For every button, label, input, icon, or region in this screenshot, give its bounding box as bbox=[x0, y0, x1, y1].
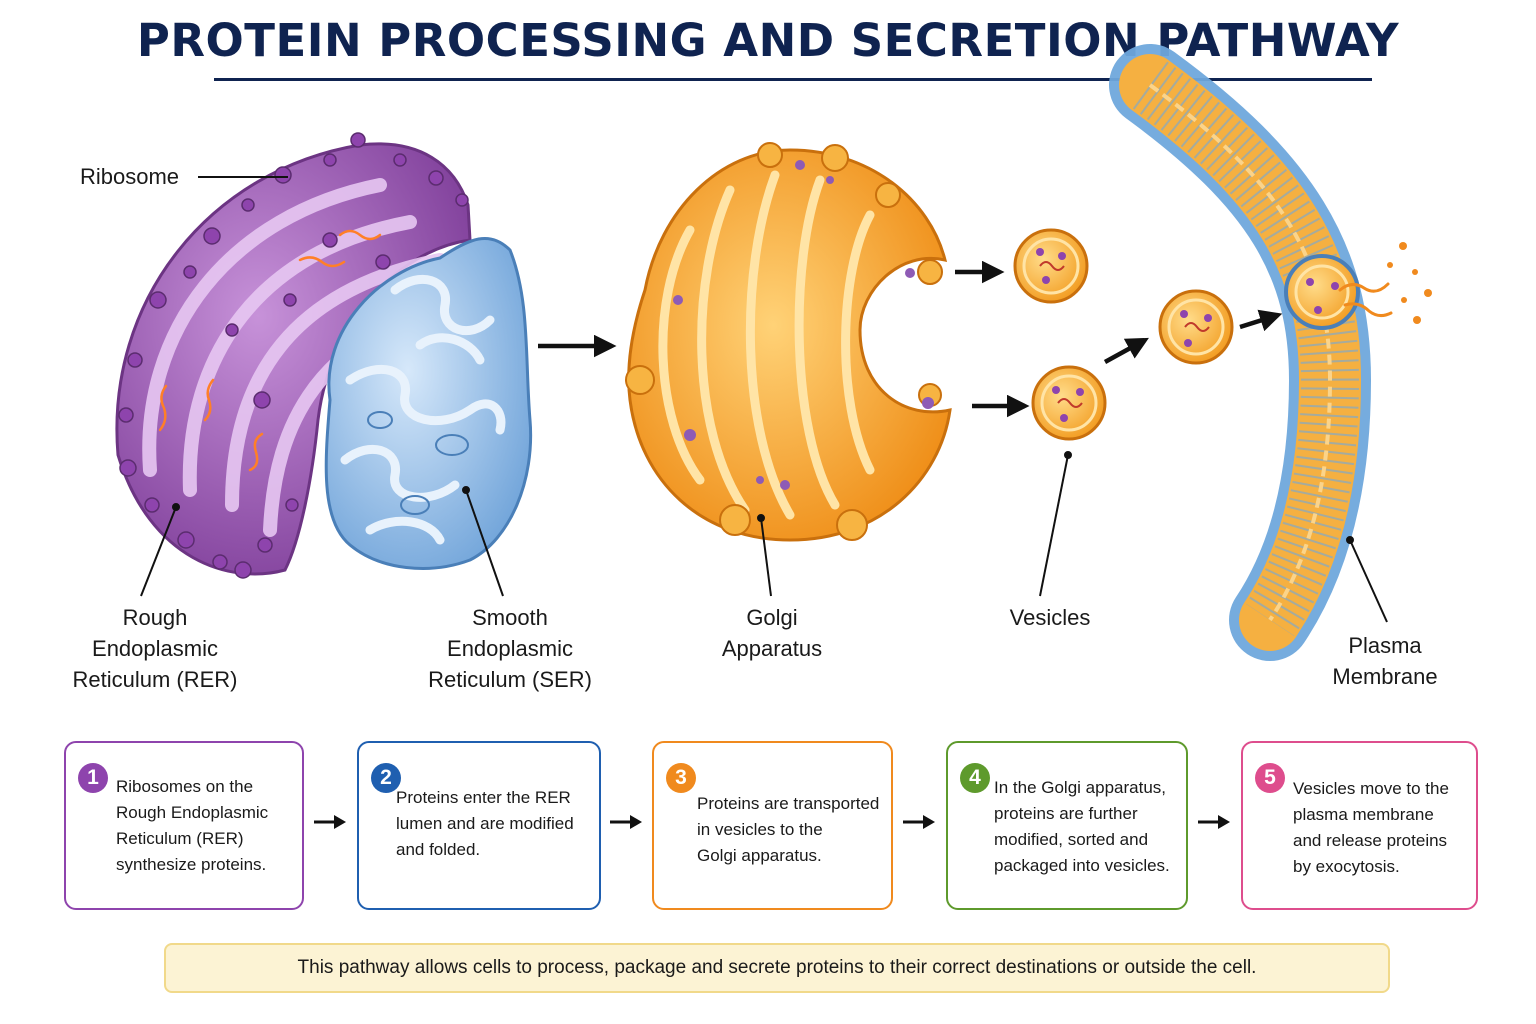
label-ribosome: Ribosome bbox=[80, 164, 180, 189]
smooth-er-illustration bbox=[324, 236, 533, 570]
page-title: PROTEIN PROCESSING AND SECRETION PATHWAY bbox=[136, 14, 1400, 67]
flow-arrow-4 bbox=[1198, 815, 1230, 829]
flow-arrow-3 bbox=[903, 815, 935, 829]
label-vesicles: Vesicles bbox=[1009, 605, 1091, 630]
plasma-membrane-illustration bbox=[1109, 44, 1432, 661]
summary-banner: This pathway allows cells to process, pa… bbox=[164, 943, 1390, 993]
label-leader-lines bbox=[140, 176, 1388, 623]
flow-arrow-2 bbox=[610, 815, 642, 829]
step-card-4: 4 In the Golgi apparatus,proteins are fu… bbox=[946, 741, 1188, 910]
flow-arrow-1 bbox=[314, 815, 346, 829]
rough-er-illustration bbox=[115, 132, 472, 579]
step-number-badge: 2 bbox=[371, 763, 401, 793]
title-underline bbox=[214, 78, 1372, 81]
step-number-badge: 4 bbox=[960, 763, 990, 793]
golgi-illustration bbox=[625, 142, 952, 542]
step-number-badge: 1 bbox=[78, 763, 108, 793]
vesicles-illustration bbox=[1013, 228, 1234, 441]
step-number-badge: 3 bbox=[666, 763, 696, 793]
step-number-badge: 5 bbox=[1255, 763, 1285, 793]
ribosome-dots bbox=[118, 132, 469, 579]
step-description: In the Golgi apparatus,proteins are furt… bbox=[994, 778, 1170, 875]
pathway-arrows bbox=[538, 260, 1283, 418]
